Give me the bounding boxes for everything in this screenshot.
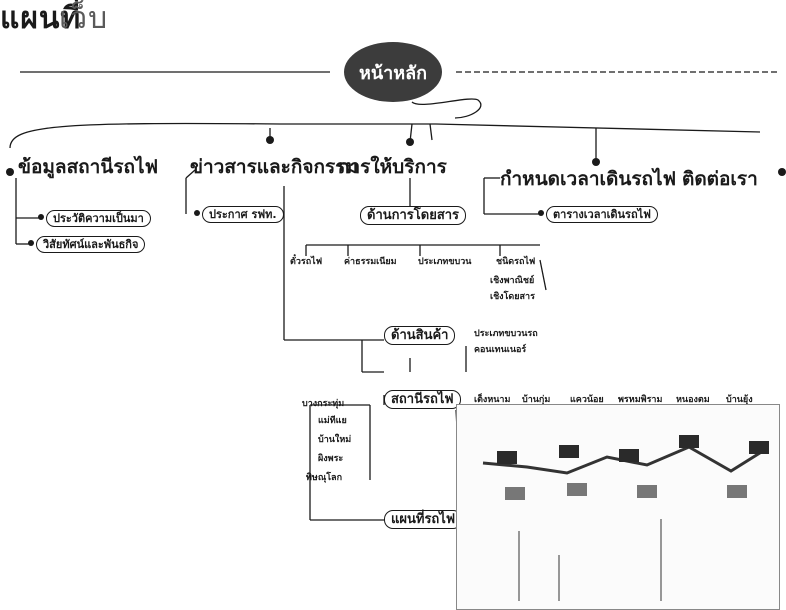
station-photo-icon xyxy=(679,435,699,448)
passenger-item-fee[interactable]: ค่าธรรมเนียม xyxy=(344,257,397,267)
news-child-announcement[interactable]: ประกาศ รฟท. xyxy=(202,206,284,224)
freight-item-train-class[interactable]: ประเภทขบวนรถ xyxy=(474,329,538,339)
station-photo-icon xyxy=(559,445,579,458)
passenger-item-train-type[interactable]: ชนิดรถไฟ xyxy=(496,257,536,267)
station-photo-icon xyxy=(637,485,657,498)
left-station-4[interactable]: ผิงพระ xyxy=(318,454,344,464)
info-child-bullet-icon xyxy=(38,214,44,220)
passenger-item-train-class[interactable]: ประเภทขบวน xyxy=(418,257,472,267)
services-child-freight[interactable]: ด้านสินค้า xyxy=(384,326,456,346)
services-child-map[interactable]: แผนที่รถไฟ xyxy=(384,510,463,530)
section-info[interactable]: ข้อมูลสถานีรถไฟ xyxy=(18,156,159,178)
services-child-passenger[interactable]: ด้านการโดยสาร xyxy=(360,206,467,226)
news-bullet-icon xyxy=(266,136,274,144)
services-bullet-icon xyxy=(406,138,414,146)
schedule-bullet-icon xyxy=(592,158,600,166)
freight-item-container[interactable]: คอนเทนเนอร์ xyxy=(474,345,527,355)
section-news[interactable]: ข่าวสารและกิจกรรม xyxy=(190,156,358,178)
section-schedule[interactable]: กำหนดเวลาเดินรถไฟ xyxy=(500,168,677,190)
services-child-stations[interactable]: สถานีรถไฟ xyxy=(384,390,461,410)
train-type-commercial[interactable]: เชิงพาณิชย์ xyxy=(490,276,535,286)
right-station-3[interactable]: แควน้อย xyxy=(570,395,604,405)
page-title-part1: แผนที่ xyxy=(0,1,82,36)
section-services[interactable]: การให้บริการ xyxy=(338,156,447,178)
station-photo-icon xyxy=(505,487,525,500)
hub-label: หน้าหลัก xyxy=(358,62,428,84)
news-child-bullet-icon xyxy=(194,210,200,216)
railway-route-drawing xyxy=(482,445,764,601)
right-station-1[interactable]: เต็งหนาม xyxy=(474,395,511,405)
left-station-2[interactable]: แม่ทีแย xyxy=(318,416,347,426)
railway-map-thumbnail xyxy=(456,404,780,610)
info-child-bullet-icon xyxy=(28,240,34,246)
right-station-4[interactable]: พรหมพิราม xyxy=(618,395,663,405)
right-station-2[interactable]: บ้านกุ่ม xyxy=(522,395,551,405)
contact-bullet-icon xyxy=(778,168,786,176)
left-station-1[interactable]: บางกระทุ่ม xyxy=(302,399,345,409)
station-photo-icon xyxy=(727,485,747,498)
info-child-vision[interactable]: วิสัยทัศน์และพันธกิจ xyxy=(36,236,146,254)
passenger-item-ticket[interactable]: ตั๋วรถไฟ xyxy=(290,257,323,267)
station-photo-icon xyxy=(497,451,517,464)
station-photo-icon xyxy=(749,441,769,454)
info-child-history[interactable]: ประวัติความเป็นมา xyxy=(46,210,151,228)
hub-node[interactable]: หน้าหลัก xyxy=(344,42,442,102)
info-bullet-icon xyxy=(6,168,14,176)
right-station-5[interactable]: หนองตม xyxy=(676,395,710,405)
section-contact[interactable]: ติดต่อเรา xyxy=(682,168,758,190)
station-photo-icon xyxy=(619,449,639,462)
schedule-child-bullet-icon xyxy=(538,210,544,216)
station-photo-icon xyxy=(567,483,587,496)
left-station-5[interactable]: พิษณุโลก xyxy=(306,473,343,483)
left-station-3[interactable]: บ้านใหม่ xyxy=(318,435,352,445)
right-station-6[interactable]: บ้านยุ้ง xyxy=(726,395,753,405)
page-title-part2: เว็บ xyxy=(59,1,109,36)
train-type-passenger[interactable]: เชิงโดยสาร xyxy=(490,292,535,302)
schedule-child-timetable[interactable]: ตารางเวลาเดินรถไฟ xyxy=(546,206,658,224)
